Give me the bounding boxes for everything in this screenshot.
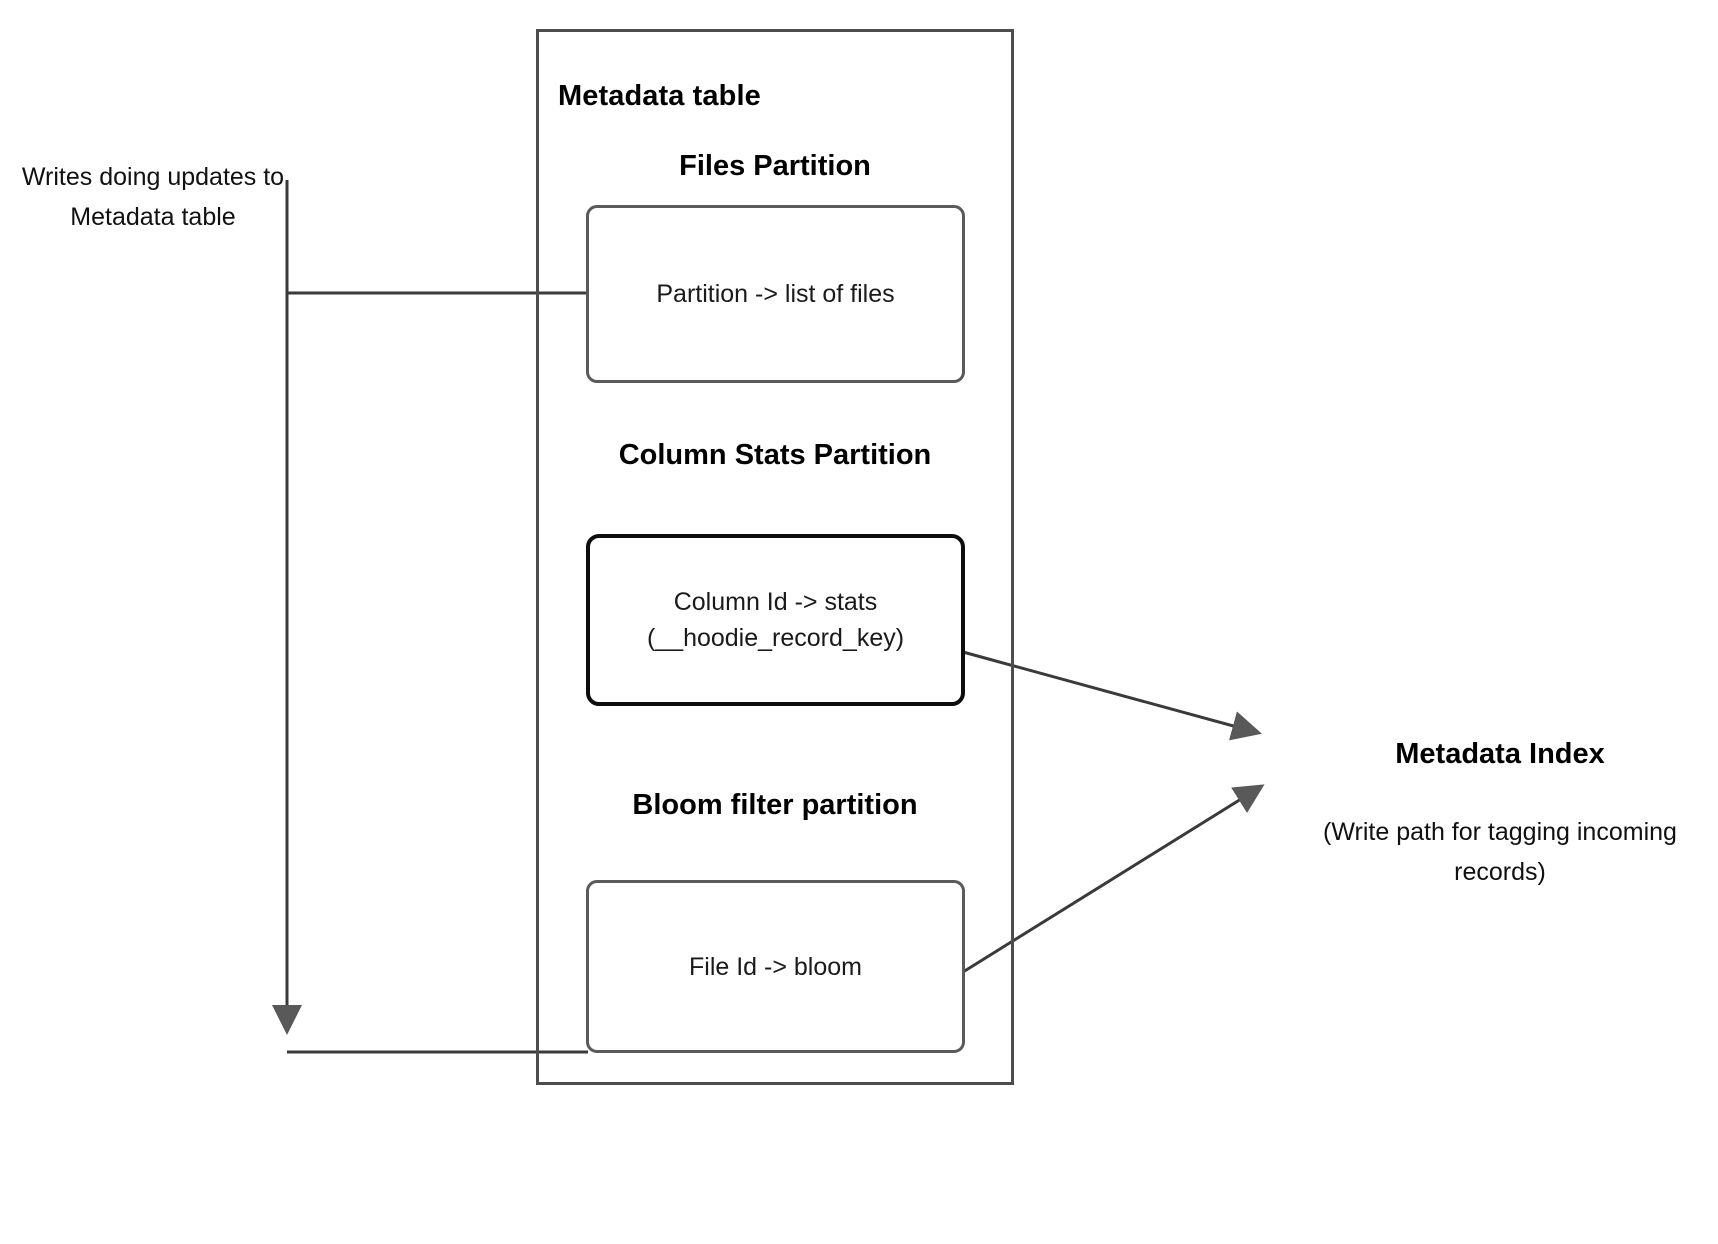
bloom-filter-box-text: File Id -> bloom [689,952,862,981]
column-stats-partition-heading: Column Stats Partition [618,439,932,471]
column-stats-box-line1: Column Id -> stats [673,588,878,616]
files-partition-heading: Files Partition [679,150,871,182]
writes-note: Writes doing updates to Metadata table [21,163,285,231]
metadata-index-title: Metadata Index [1395,738,1605,770]
column-stats-box-text: Column Id -> stats (__hoodie_record_key) [635,584,916,656]
files-partition-box-text: Partition -> list of files [656,280,895,308]
column-stats-partition-box[interactable]: Column Id -> stats (__hoodie_record_key) [586,534,965,706]
metadata-index-note: (Write path for tagging incoming records… [1323,818,1677,886]
metadata-table-container [536,29,1014,1085]
column-stats-box-line2: (__hoodie_record_key) [646,624,905,652]
metadata-table-label: Metadata table [558,80,761,112]
bloom-filter-partition-heading: Bloom filter partition [632,789,918,821]
files-partition-box[interactable]: Partition -> list of files [586,205,965,383]
bloom-filter-partition-box[interactable]: File Id -> bloom [586,880,965,1053]
